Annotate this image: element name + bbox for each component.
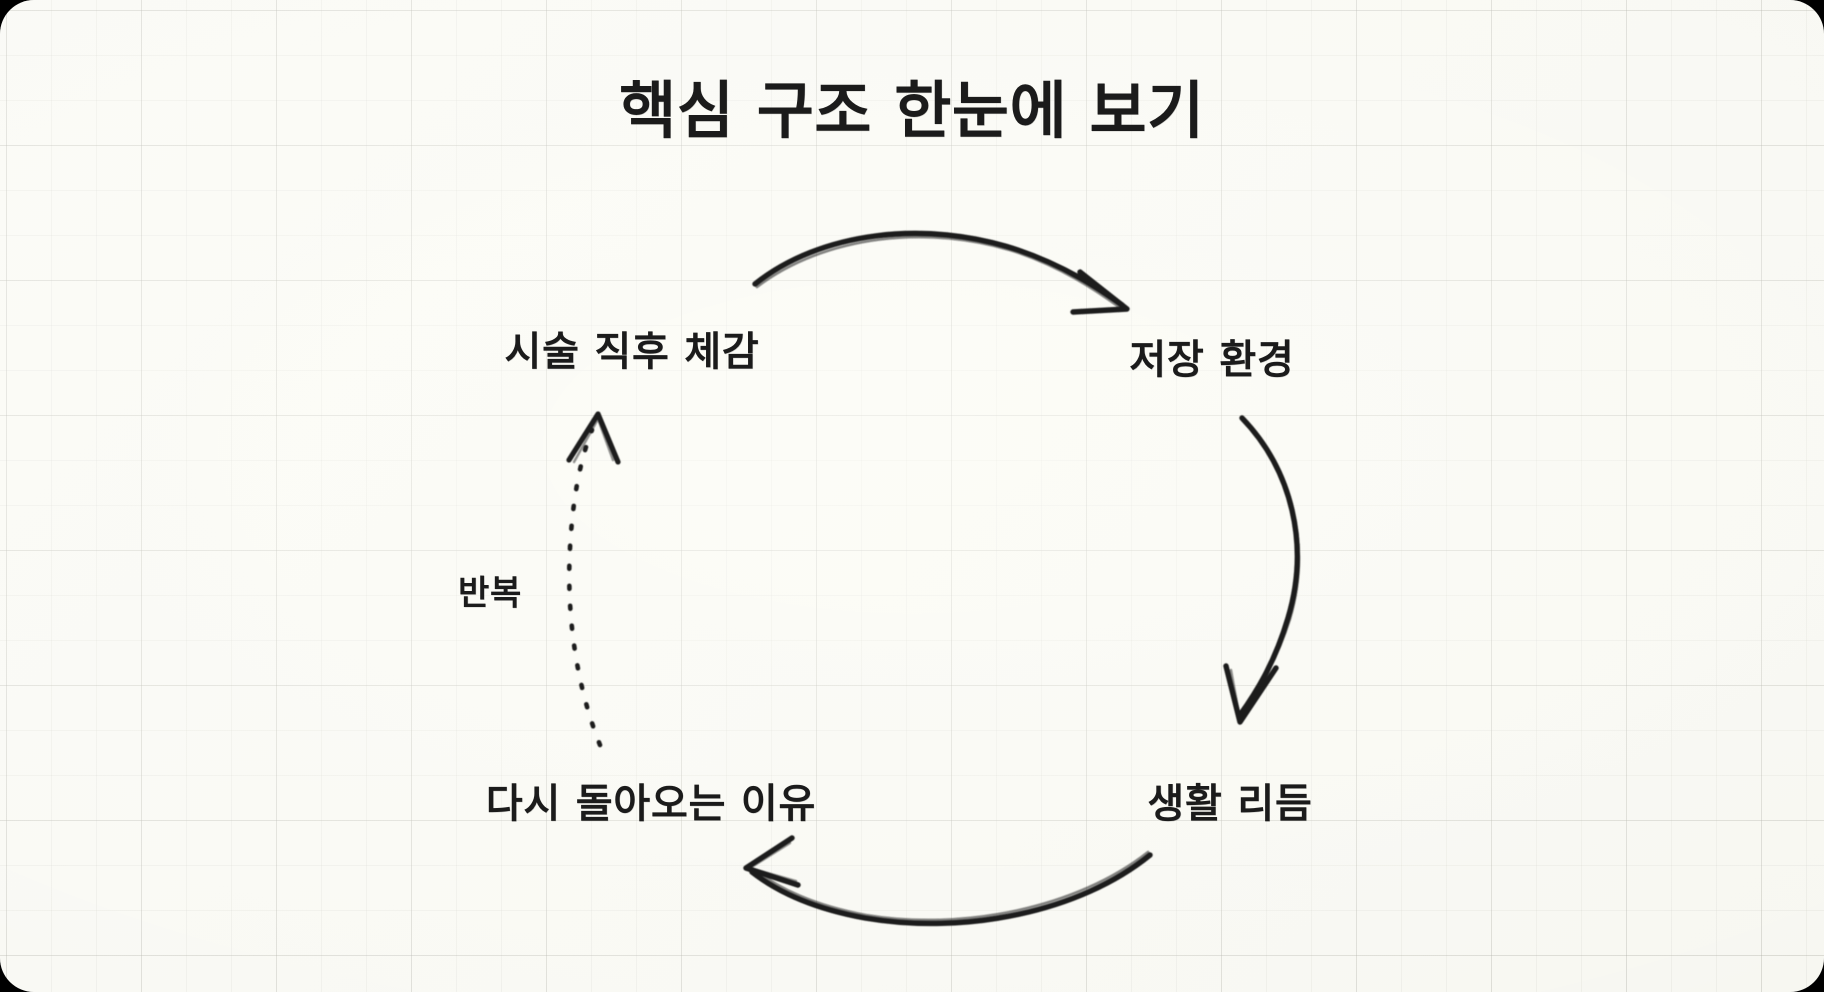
- page-title: 핵심 구조 한눈에 보기: [619, 74, 1205, 147]
- edge-label-repeat: 반복: [458, 573, 522, 614]
- edge-right-to-bottom-right: [1223, 415, 1301, 725]
- cycle-node-bottom-left[interactable]: 다시 돌아오는 이유: [485, 781, 817, 827]
- cycle-node-bottom-right[interactable]: 생활 리듬: [1147, 781, 1313, 827]
- cycle-node-top-left[interactable]: 시술 직후 체감: [504, 329, 760, 375]
- edge-top-left-to-right: [752, 230, 1130, 315]
- edge-bottom-right-to-bottom-left: [743, 835, 1153, 927]
- edge-bottom-left-to-top-left-repeat: [566, 411, 621, 748]
- cycle-node-right[interactable]: 저장 환경: [1129, 337, 1295, 383]
